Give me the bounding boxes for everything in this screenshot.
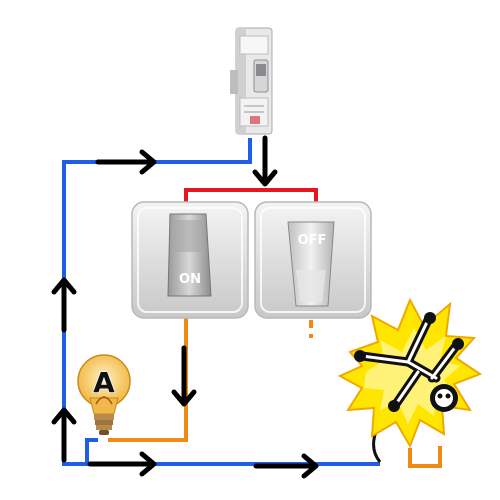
rocker-switch-icon	[287, 221, 335, 307]
electrocuted-person-icon	[337, 297, 483, 449]
circuit-breaker-icon	[230, 27, 273, 135]
blue-wire-bulb	[85, 438, 98, 464]
arrow-up-left-low	[51, 407, 77, 463]
arrow-up-left-mid	[51, 277, 77, 333]
arrow-right-bottom-1	[87, 451, 157, 477]
arrow-right-bottom-2	[253, 453, 319, 479]
current-arrows	[51, 135, 319, 479]
orange-wire-victim	[408, 446, 442, 468]
arrow-down-breaker	[252, 135, 278, 187]
blue-wire-top	[62, 138, 380, 466]
switch-on[interactable]: ON	[131, 201, 249, 319]
rocker-switch-icon	[167, 213, 212, 297]
switch-on-label: ON	[179, 272, 201, 287]
arrow-right-top	[95, 149, 157, 175]
arrow-down-orange	[171, 345, 197, 407]
light-bulb-icon: A	[77, 354, 131, 435]
switch-off-label: OFF	[298, 233, 327, 248]
red-wire	[184, 188, 318, 206]
bulb-letter: A	[93, 366, 115, 399]
switch-off[interactable]: OFF	[254, 201, 372, 319]
